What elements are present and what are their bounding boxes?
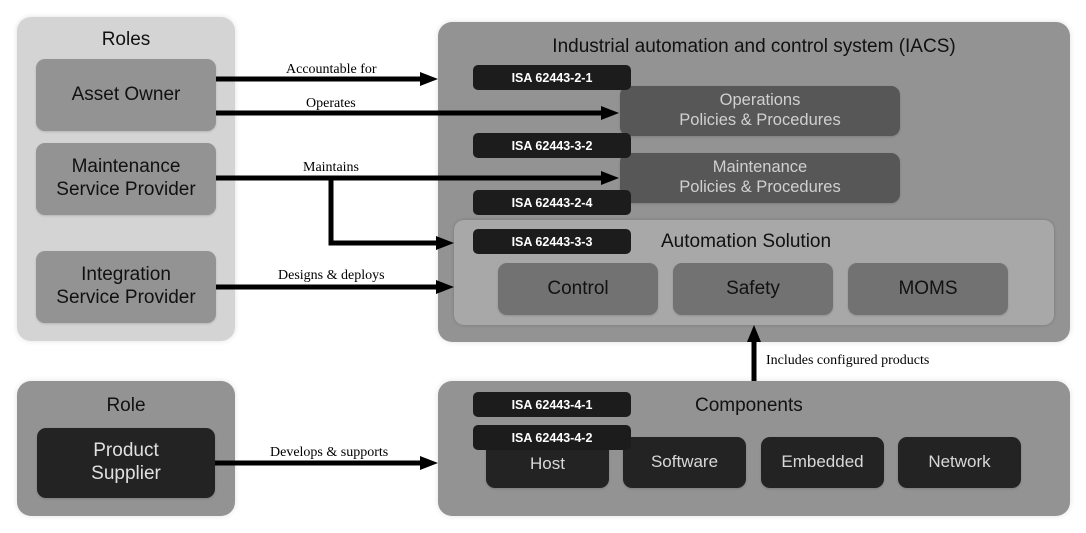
host-label: Host: [530, 454, 565, 474]
product-supplier-line1: Product: [93, 440, 159, 462]
arrow-maintains-branch: [328, 178, 440, 246]
label-develops: Develops & supports: [270, 445, 389, 460]
network-box[interactable]: Network: [898, 437, 1021, 488]
roles-title: Roles: [101, 29, 151, 50]
isa-tag-3-3: ISA 62443-3-3: [473, 229, 631, 254]
maintenance-policies-box[interactable]: Maintenance Policies & Procedures: [620, 153, 900, 203]
label-designs: Designs & deploys: [278, 268, 385, 283]
isa-tag-4-1: ISA 62443-4-1: [473, 392, 631, 417]
iacs-title: Industrial automation and control system…: [552, 36, 956, 57]
product-supplier-box[interactable]: Product Supplier: [37, 428, 215, 498]
arrowhead-accountable: [420, 72, 438, 86]
embedded-label: Embedded: [781, 452, 864, 472]
label-includes: Includes configured products: [766, 353, 930, 368]
integration-provider-line2: Service Provider: [56, 287, 196, 308]
label-operates: Operates: [306, 96, 356, 111]
moms-box[interactable]: MOMS: [848, 263, 1008, 315]
operations-line2: Policies & Procedures: [679, 111, 841, 129]
safety-label: Safety: [726, 277, 780, 299]
isa-tag-4-2: ISA 62443-4-2: [473, 425, 631, 450]
label-maintains: Maintains: [303, 160, 359, 175]
product-supplier-line2: Supplier: [91, 463, 161, 484]
maintenance-service-provider-box[interactable]: Maintenance Service Provider: [36, 143, 216, 215]
software-box[interactable]: Software: [623, 437, 746, 488]
isa-tag-3-2: ISA 62443-3-2: [473, 133, 631, 158]
maintenance-provider-line2: Service Provider: [56, 179, 196, 200]
control-label: Control: [547, 277, 609, 299]
embedded-box[interactable]: Embedded: [761, 437, 884, 488]
isa-tag-2-1: ISA 62443-2-1: [473, 65, 631, 90]
maintenance-provider-line1: Maintenance: [71, 156, 181, 178]
automation-solution-title: Automation Solution: [661, 231, 832, 252]
integration-service-provider-box[interactable]: Integration Service Provider: [36, 251, 216, 323]
safety-box[interactable]: Safety: [673, 263, 833, 315]
network-label: Network: [928, 452, 991, 472]
moms-label: MOMS: [898, 277, 958, 299]
components-title: Components: [695, 395, 803, 416]
integration-provider-line1: Integration: [81, 264, 171, 286]
operations-line1: Operations: [719, 91, 801, 110]
arrowhead-develops: [420, 456, 438, 470]
isa-tag-2-4: ISA 62443-2-4: [473, 190, 631, 215]
asset-owner-label: Asset Owner: [71, 83, 181, 105]
maintenance-line2: Policies & Procedures: [679, 178, 841, 196]
asset-owner-box[interactable]: Asset Owner: [36, 59, 216, 131]
label-accountable: Accountable for: [286, 62, 377, 77]
software-label: Software: [650, 452, 719, 472]
operations-policies-box[interactable]: Operations Policies & Procedures: [620, 86, 900, 136]
control-box[interactable]: Control: [498, 263, 658, 315]
maintenance-line1: Maintenance: [712, 158, 808, 177]
role-title: Role: [106, 395, 146, 416]
